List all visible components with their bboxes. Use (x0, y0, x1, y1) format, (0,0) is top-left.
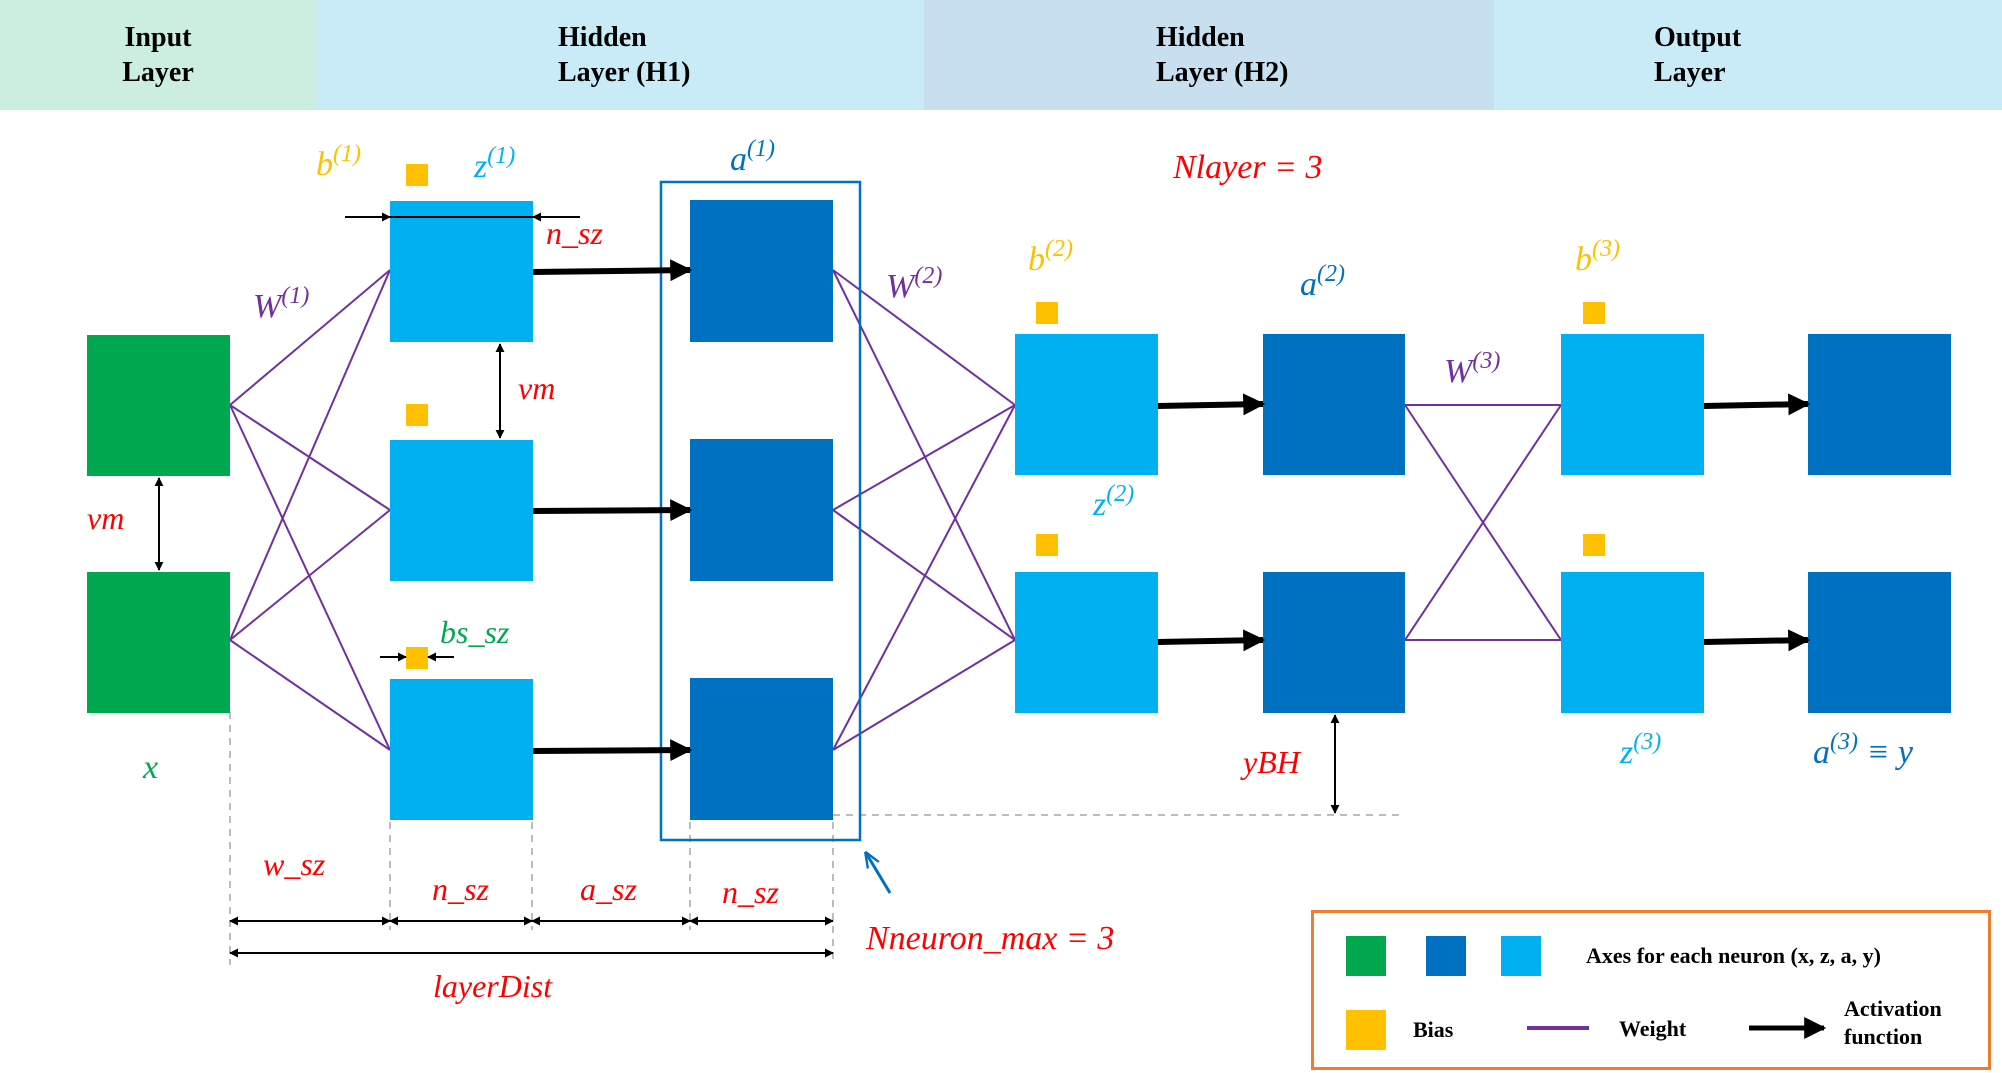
vm-input-label: vm (87, 500, 124, 536)
input-neuron-1 (87, 335, 230, 476)
vm-hidden-label: vm (518, 370, 555, 406)
h2-z-neuron-2 (1015, 572, 1158, 713)
input-neuron-2 (87, 572, 230, 713)
activation-arrows (532, 259, 1811, 762)
legend-axes-label: Axes for each neuron (x, z, a, y) (1586, 943, 1881, 968)
legend-z-swatch (1501, 936, 1541, 976)
z1-label: z(1) (473, 143, 515, 185)
out-z-neuron-2 (1561, 572, 1704, 713)
z2-label: z(2) (1092, 481, 1134, 523)
hidden-layer-2-header: Hidden Layer (H2) (924, 0, 1494, 110)
z3-label: z(3) (1619, 729, 1661, 771)
n-sz-top-label: n_sz (546, 215, 603, 251)
h1-z-neuron-3 (390, 679, 533, 820)
weights-layer-2 (832, 269, 1016, 751)
n-sz-bottom-2-label: n_sz (722, 874, 779, 910)
w-sz-label: w_sz (263, 846, 326, 882)
a2-label: a(2) (1300, 261, 1345, 303)
legend-a-swatch (1426, 936, 1466, 976)
hidden-layer-1-title: Hidden Layer (H1) (558, 22, 691, 88)
bias-h1-1 (406, 164, 428, 186)
a1-label: a(1) (730, 136, 775, 178)
output-layer-header: Output Layer (1494, 0, 2002, 110)
b3-label: b(3) (1575, 236, 1620, 278)
legend-x-swatch (1346, 936, 1386, 976)
legend-activation-label: Activation function (1844, 996, 1942, 1049)
h2-a-neuron-1 (1263, 334, 1405, 475)
x-label: x (142, 749, 158, 786)
w3-label: W(3) (1444, 348, 1500, 390)
bs-sz-label: bs_sz (440, 614, 510, 650)
a-sz-label: a_sz (580, 871, 637, 907)
bias-out-1 (1583, 302, 1605, 324)
nlayer-label: Nlayer = 3 (1172, 149, 1322, 186)
ybh-label: yBH (1240, 744, 1302, 780)
layer-dist-label: layerDist (433, 968, 553, 1004)
n-sz-bottom-1-label: n_sz (432, 871, 489, 907)
bias-h1-3 (406, 647, 428, 669)
out-z-neuron-1 (1561, 334, 1704, 475)
input-layer-header: Input Layer (0, 0, 316, 110)
legend-weight-label: Weight (1619, 1016, 1687, 1041)
bias-h1-2 (406, 404, 428, 426)
out-a-neuron-2 (1808, 572, 1951, 713)
legend: Axes for each neuron (x, z, a, y) Bias W… (1311, 910, 1991, 1070)
h2-a-neuron-2 (1263, 572, 1405, 713)
h1-a-neuron-2 (690, 439, 833, 581)
w1-label: W(1) (253, 283, 309, 325)
bias-h2-1 (1036, 302, 1058, 324)
bias-h2-2 (1036, 534, 1058, 556)
hidden-layer-1-header: Hidden Layer (H1) (316, 0, 924, 110)
hidden-layer-2-title: Hidden Layer (H2) (1156, 22, 1289, 88)
w2-label: W(2) (886, 263, 942, 305)
bias-squares (406, 164, 1605, 669)
b2-label: b(2) (1028, 236, 1073, 278)
nneuron-max-pointer (866, 853, 892, 894)
h2-z-neuron-1 (1015, 334, 1158, 475)
legend-bias-label: Bias (1413, 1017, 1454, 1042)
h1-z-neuron-1 (390, 201, 533, 342)
dimension-arrows (154, 212, 1340, 958)
bias-out-2 (1583, 534, 1605, 556)
input-layer-title: Input Layer (122, 22, 194, 88)
legend-symbols (1527, 1017, 1827, 1039)
output-layer-title: Output Layer (1654, 22, 1742, 88)
legend-bias-swatch (1346, 1010, 1386, 1050)
nneuron-max-label: Nneuron_max = 3 (865, 920, 1114, 957)
h1-z-neuron-2 (390, 440, 533, 581)
weights-layer-3 (1404, 404, 1562, 641)
a3-y-label: a(3) ≡ y (1813, 729, 1914, 771)
b1-label: b(1) (316, 141, 361, 183)
weights-layer-1 (229, 269, 391, 751)
h1-a-neuron-3 (690, 678, 833, 820)
out-a-neuron-1 (1808, 334, 1951, 475)
h1-a-neuron-1 (690, 200, 833, 342)
